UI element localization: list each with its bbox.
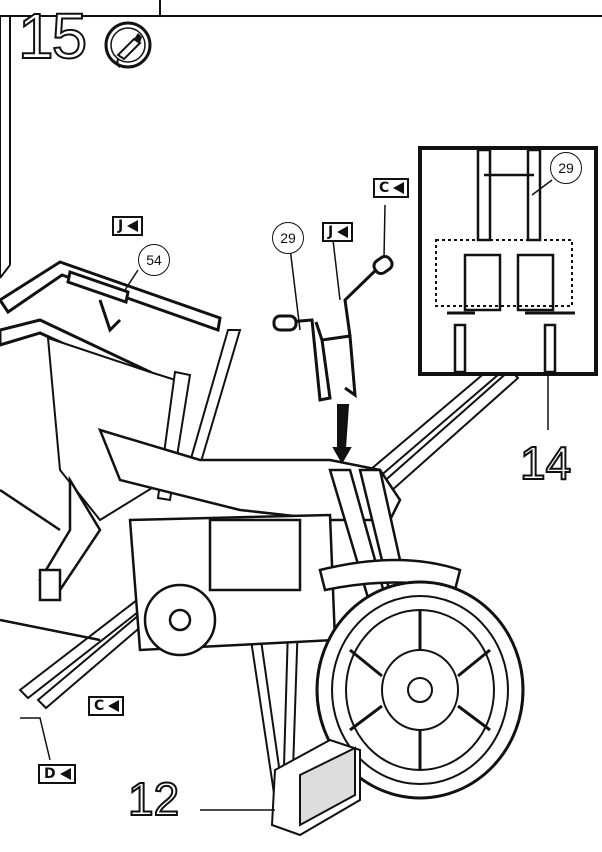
- leader-lines: [20, 204, 386, 761]
- part-number-14: 14: [519, 437, 572, 489]
- part-number-29-detail: 29: [550, 152, 582, 184]
- handlebar-29-drawing: [272, 254, 394, 402]
- part-number-29: 29: [272, 222, 304, 254]
- motorcycle-body-drawing: [0, 428, 462, 657]
- tag-j-right: J: [322, 222, 354, 242]
- radiator-12-drawing: [200, 738, 361, 837]
- part-number-12: 12: [127, 773, 180, 825]
- part-number-54: 54: [138, 244, 170, 276]
- tag-c-bottom: C: [88, 696, 125, 716]
- glue-tube-icon: [104, 21, 152, 69]
- tag-j-left: J: [112, 216, 144, 236]
- step-number: 15: [17, 0, 88, 72]
- step-panel-frame: [0, 0, 602, 279]
- front-wheel-drawing: [315, 580, 525, 800]
- fork-detail-inset: [418, 146, 598, 430]
- tag-c-top: C: [373, 178, 410, 198]
- tag-d-bottom: D: [38, 764, 76, 784]
